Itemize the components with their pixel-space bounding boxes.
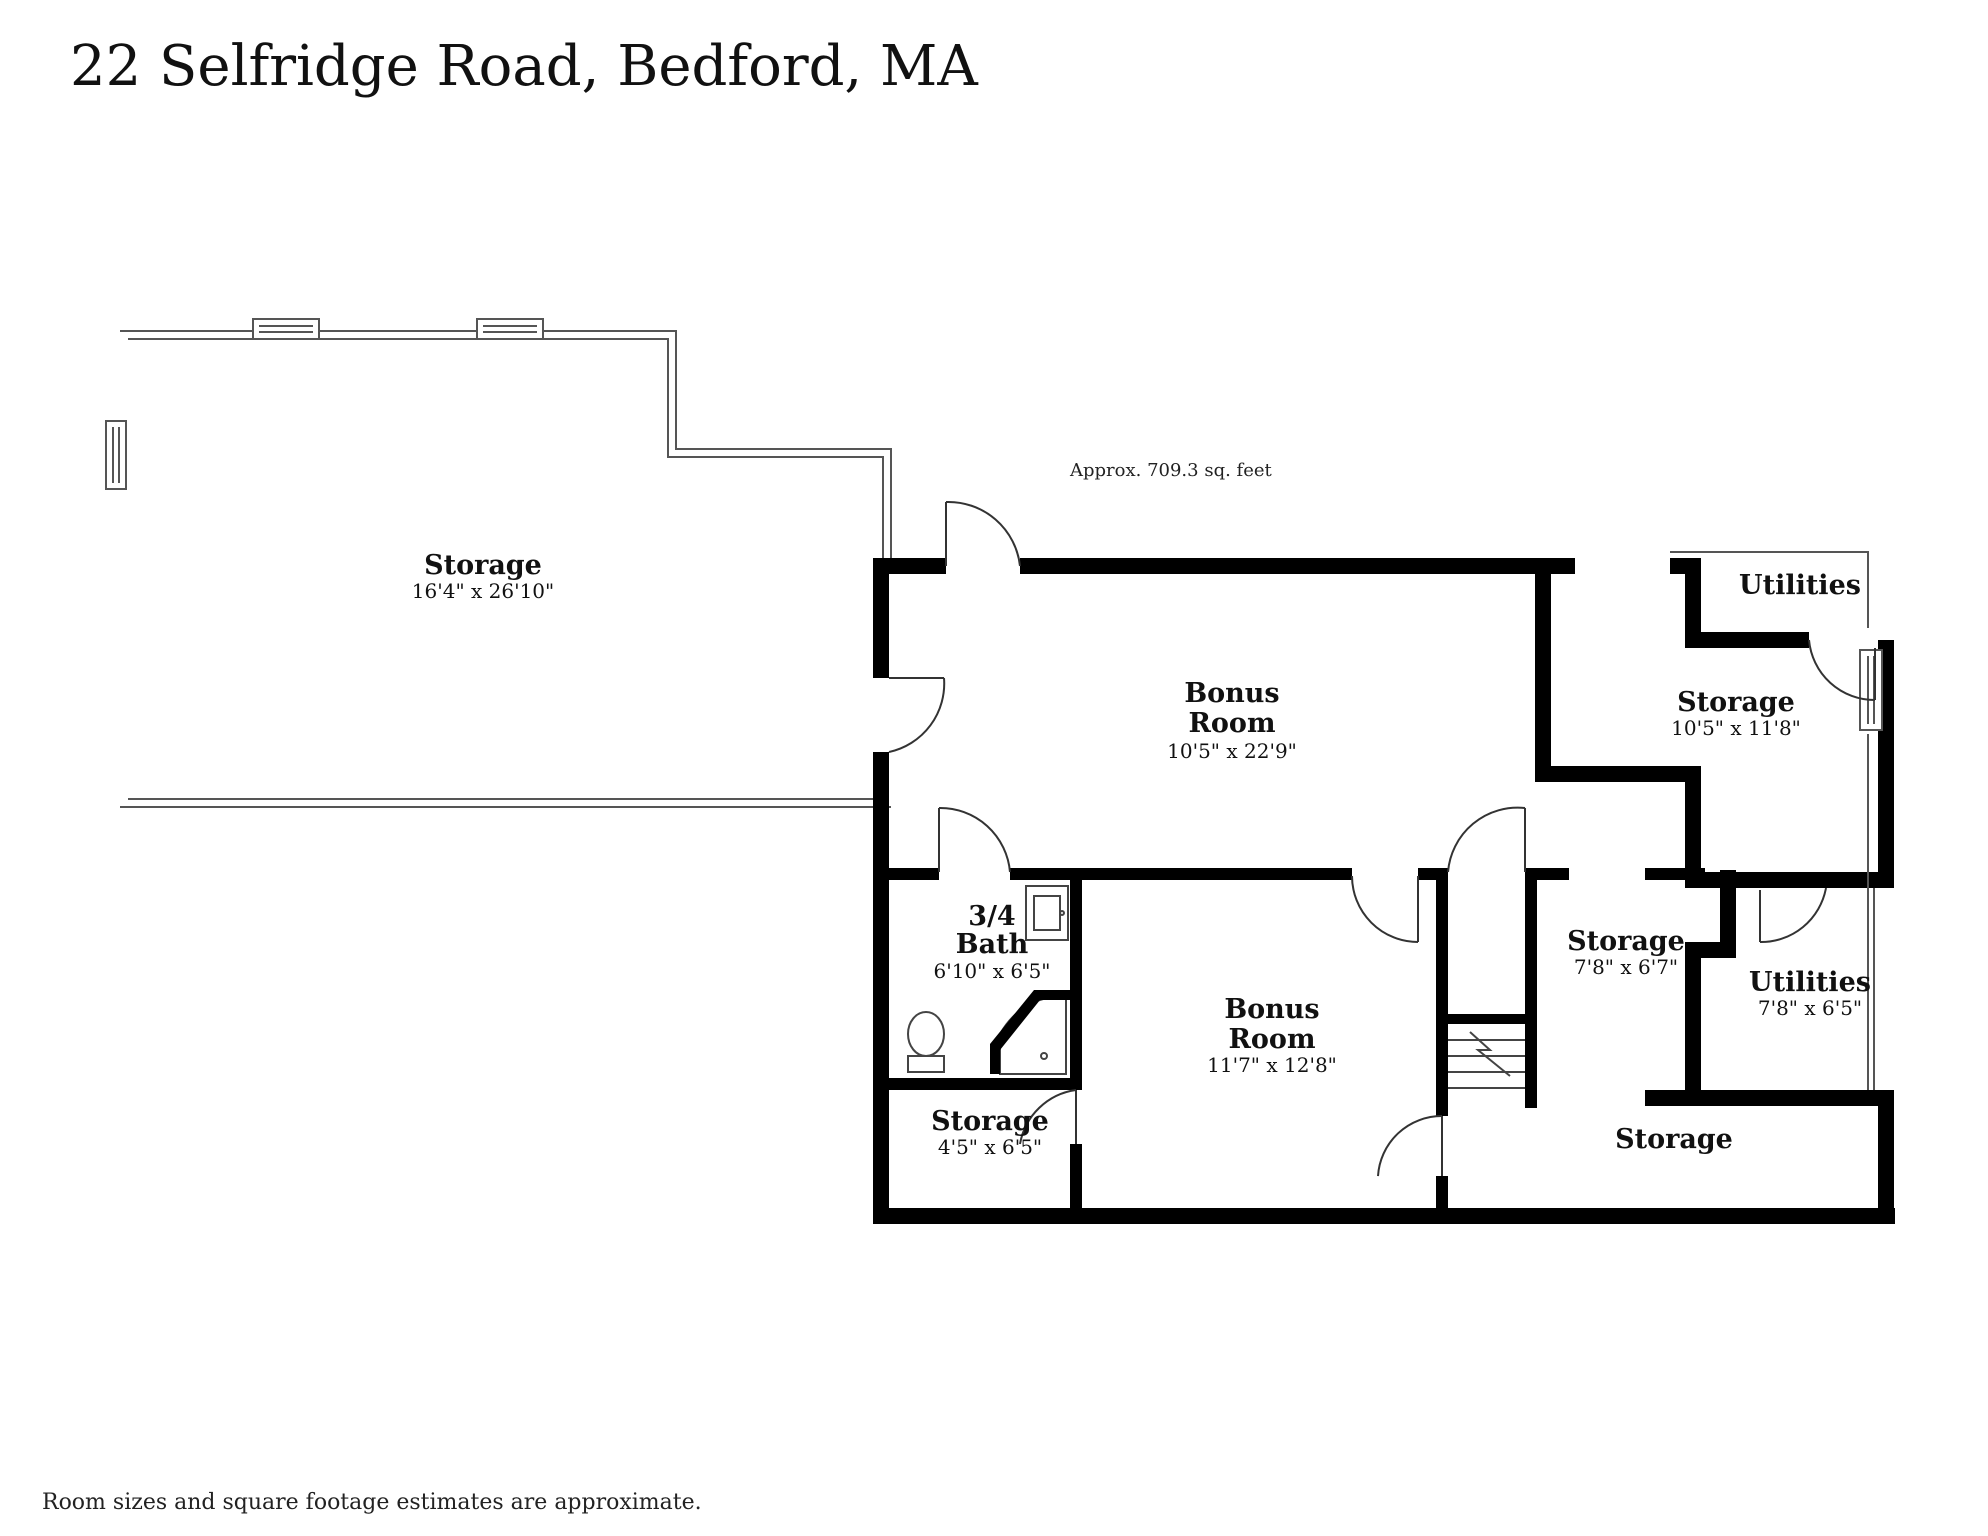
room-name-bonus-room: Room [1188,708,1275,739]
room-name-bath: Bath [956,929,1029,960]
room-name-bonus-room: Bonus [1184,678,1279,709]
room-name-bonus-room: Bonus [1224,994,1319,1025]
page-title: 22 Selfridge Road, Bedford, MA [70,34,978,99]
room-name-storage: Storage [1677,687,1795,718]
door-swing-icon [888,500,1876,1177]
room-dims-bonus-room: 11'7" x 12'8" [1207,1053,1337,1077]
room-name-storage: Storage [1615,1124,1733,1155]
stairs-icon [1448,1031,1525,1089]
window-icon [105,420,127,490]
room-name-utilities: Utilities [1739,570,1861,601]
room-name-bonus-room: Room [1228,1024,1315,1055]
approx-area-label: Approx. 709.3 sq. feet [1069,460,1273,481]
room-name-storage: Storage [1567,926,1685,957]
room-name-bath: 3/4 [968,901,1015,932]
window-icon [252,318,320,340]
room-name-storage: Storage [424,550,542,581]
room-dims-storage: 16'4" x 26'10" [412,579,554,603]
room-dims-storage: 10'5" x 11'8" [1671,716,1801,740]
thin-walls [1670,551,1875,1090]
sink-icon [1025,885,1069,941]
room-dims-bath: 6'10" x 6'5" [933,959,1050,983]
disclaimer-note: Room sizes and square footage estimates … [42,1490,702,1515]
room-dims-storage: 7'8" x 6'7" [1574,955,1678,979]
room-dims-utilities: 7'8" x 6'5" [1758,996,1862,1020]
toilet-icon [907,1011,945,1073]
window-icon [476,318,544,340]
room-name-storage: Storage [931,1106,1049,1137]
room-name-utilities: Utilities [1749,967,1871,998]
room-dims-bonus-room: 10'5" x 22'9" [1167,739,1297,763]
window-icon [1859,649,1883,731]
shower-wall [990,990,1070,1074]
room-dims-storage: 4'5" x 6'5" [938,1135,1042,1159]
